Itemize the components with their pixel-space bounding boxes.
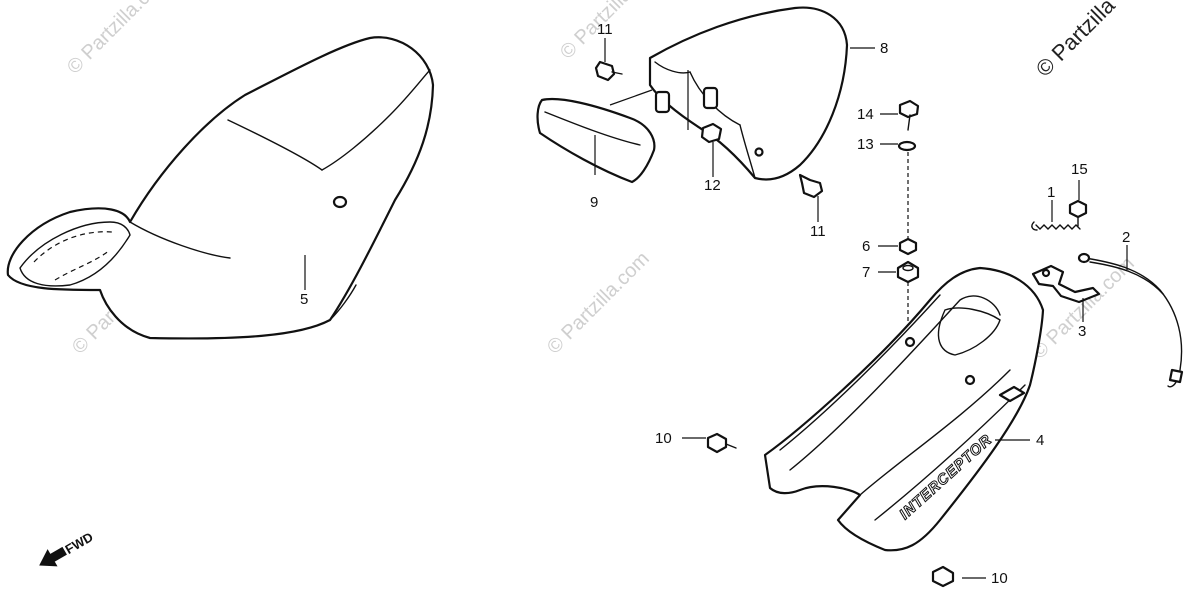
callout-5: 5 <box>300 291 308 308</box>
callout-11-top: 11 <box>597 21 613 38</box>
fastener-13-washer <box>897 140 917 152</box>
callout-1: 1 <box>1047 184 1055 201</box>
callout-12: 12 <box>704 177 721 194</box>
watermark-1: © Partzilla.com <box>63 0 174 79</box>
fastener-11b <box>798 173 824 199</box>
part-1-spring <box>1031 221 1081 231</box>
watermark-3: © Partzilla.com <box>543 248 654 359</box>
part-8-seat-cowl <box>648 6 849 181</box>
callouts: 11 8 14 13 15 9 12 1 11 2 6 7 5 3 10 4 1… <box>300 21 1130 587</box>
fastener-11a <box>594 60 623 82</box>
callout-13: 13 <box>857 136 874 153</box>
fwd-label: FWD <box>62 529 95 557</box>
callout-4: 4 <box>1036 432 1044 449</box>
fastener-10b <box>931 565 955 588</box>
callout-14: 14 <box>857 106 874 123</box>
callout-10-left: 10 <box>655 430 672 447</box>
part-2-release-cable <box>1077 252 1184 388</box>
fastener-6 <box>898 237 918 256</box>
fastener-7 <box>896 260 920 284</box>
callout-11-mid: 11 <box>810 223 826 240</box>
part-5-seat <box>6 36 435 340</box>
callout-7: 7 <box>862 264 870 281</box>
callout-8: 8 <box>880 40 888 57</box>
leader-lines <box>304 38 1128 579</box>
callout-9: 9 <box>590 194 598 211</box>
callout-2: 2 <box>1122 229 1130 246</box>
part-4-seat-base: INTERCEPTOR <box>763 266 1045 552</box>
callout-6: 6 <box>862 238 870 255</box>
fastener-14-bolt <box>898 99 920 131</box>
part-9-pad <box>536 89 656 184</box>
callout-15: 15 <box>1071 161 1088 178</box>
fastener-10a <box>706 432 737 454</box>
callout-10-bottom: 10 <box>991 570 1008 587</box>
fastener-12 <box>700 122 723 144</box>
part-3-latch-bracket <box>1031 264 1101 304</box>
watermark-corner: © Partzilla <box>1031 0 1120 82</box>
fwd-arrow: FWD <box>39 529 96 567</box>
fastener-15 <box>1068 199 1088 227</box>
callout-3: 3 <box>1078 323 1086 340</box>
fwd-arrow-icon <box>39 546 67 567</box>
